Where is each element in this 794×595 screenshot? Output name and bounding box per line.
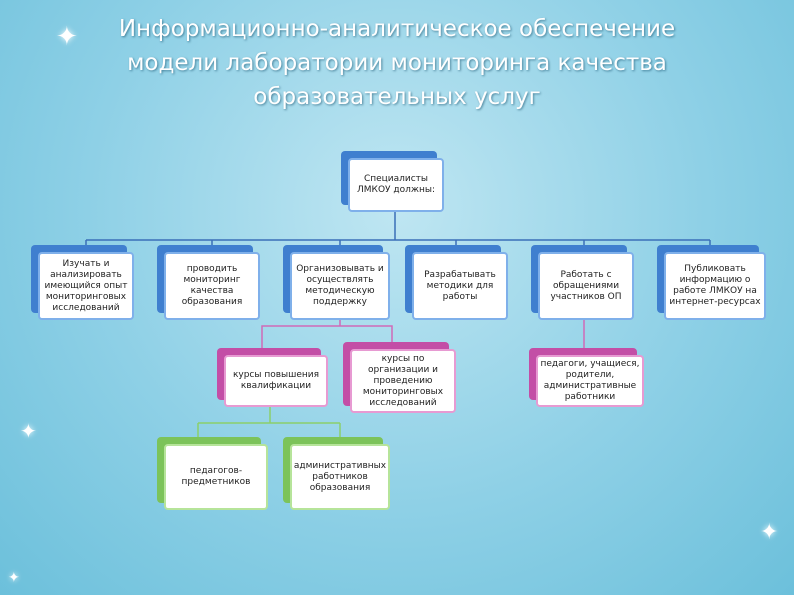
- appeals-label: педагоги, учащиеся, родители, администра…: [540, 359, 640, 402]
- task-box-publish: Публиковать информацию о работе ЛМКОУ на…: [657, 245, 766, 320]
- root-box: Специалисты ЛМКОУ должны:: [341, 151, 444, 212]
- target-teachers-box: педагогов-предметников: [157, 437, 268, 510]
- sparkle-icon: ✦: [8, 570, 20, 586]
- title-line-1: Информационно-аналитическое обеспечение: [118, 16, 676, 42]
- target-label: административных работников образования: [293, 460, 387, 493]
- task-label: Разрабатывать методики для работы: [424, 269, 496, 302]
- task-box-methods: Разрабатывать методики для работы: [405, 245, 508, 320]
- task-label: Изучать и анализировать имеющийся опыт м…: [44, 258, 128, 313]
- task-label: Организовывать и осуществлять методическ…: [296, 264, 384, 307]
- task-label: Работать с обращениями участников ОП: [550, 269, 622, 302]
- sparkle-icon: ✦: [760, 520, 779, 545]
- support-courses-box: курсы повышения квалификации: [217, 348, 328, 407]
- task-box-monitoring: проводить мониторинг качества образовани…: [157, 245, 260, 320]
- support-label: курсы по организации и проведению монито…: [362, 353, 444, 408]
- title-line-3: образовательных услуг: [253, 84, 541, 110]
- support-research-box: курсы по организации и проведению монито…: [343, 342, 456, 413]
- slide-title: Информационно-аналитическое обеспечение …: [60, 12, 734, 114]
- task-box-study: Изучать и анализировать имеющийся опыт м…: [31, 245, 134, 320]
- support-label: курсы повышения квалификации: [232, 370, 320, 391]
- sparkle-icon: ✦: [20, 419, 37, 443]
- task-box-appeals: Работать с обращениями участников ОП: [531, 245, 634, 320]
- title-line-2: модели лаборатории мониторинга качества: [127, 50, 667, 76]
- appeals-box: педагоги, учащиеся, родители, администра…: [529, 348, 644, 407]
- task-box-support: Организовывать и осуществлять методическ…: [283, 245, 390, 320]
- task-label: проводить мониторинг качества образовани…: [181, 264, 243, 307]
- target-admin-box: административных работников образования: [283, 437, 390, 510]
- task-label: Публиковать информацию о работе ЛМКОУ на…: [669, 264, 761, 307]
- sparkle-icon: ✦: [56, 22, 78, 52]
- target-label: педагогов-предметников: [181, 466, 251, 487]
- root-label: Специалисты ЛМКОУ должны:: [357, 174, 435, 195]
